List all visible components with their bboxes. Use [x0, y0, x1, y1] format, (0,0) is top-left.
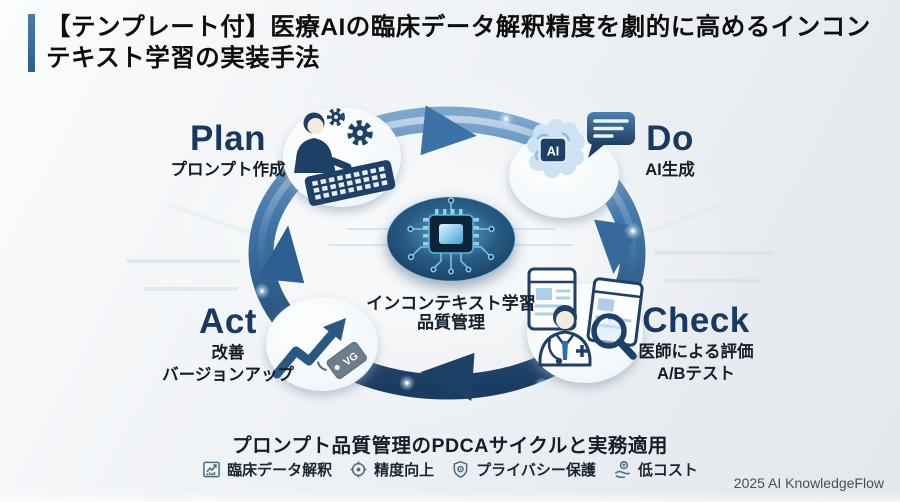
chat-bubble-icon — [587, 112, 635, 158]
pdca-cycle-diagram: AI — [126, 105, 774, 401]
person-keyboard-gears-icon — [294, 108, 396, 206]
background-circuit-lines — [126, 203, 774, 291]
credit-text: 2025 AI KnowledgeFlow — [733, 475, 884, 491]
page-title: 【テンプレート付】医療AIの臨床データ解釈精度を劇的に高めるインコン テキスト学… — [46, 12, 892, 74]
check-node — [527, 267, 644, 383]
arrow-act-to-plan — [257, 225, 305, 284]
shield-lock-icon — [453, 460, 468, 478]
doctor-review-magnifier-icon — [527, 267, 644, 367]
plan-node — [283, 107, 401, 207]
badge-label: 精度向上 — [374, 462, 435, 479]
benefit-badges-row: 臨床データ解釈 精度向上 プライバシー保護 低コスト — [0, 459, 900, 480]
badge-accuracy: 精度向上 — [349, 459, 434, 480]
act-label-block: Act 改善 バージョンアップ — [143, 303, 313, 385]
badge-clinical-data: 臨床データ解釈 — [202, 459, 332, 480]
center-label-line2: 品質管理 — [417, 313, 485, 332]
do-sublabel: AI生成 — [645, 161, 695, 179]
act-sublabel-1: 改善 — [211, 344, 245, 362]
ai-brain-chat-icon: AI — [527, 112, 635, 178]
badge-low-cost: 低コスト — [613, 459, 698, 480]
badge-label: プライバシー保護 — [476, 462, 596, 479]
center-chip-badge — [329, 196, 573, 282]
plan-label-block: Plan プロンプト作成 — [143, 120, 313, 180]
plan-sublabel: プロンプト作成 — [170, 161, 286, 179]
check-sublabel-2: A/Bテスト — [657, 365, 735, 383]
page-title-line2: テキスト学習の実装手法 — [46, 45, 321, 72]
chart-icon — [203, 461, 220, 478]
do-node: AI — [509, 112, 635, 218]
bottom-caption: プロンプト品質管理のPDCAサイクルと実務適用 — [232, 435, 668, 457]
arrow-check-to-act — [420, 352, 475, 401]
act-label: Act — [199, 302, 257, 341]
do-label-block: Do AI生成 — [585, 120, 755, 180]
page-title-line1: 【テンプレート付】医療AIの臨床データ解釈精度を劇的に高めるインコン — [46, 14, 871, 41]
center-label-block: インコンテキスト学習 品質管理 — [361, 294, 541, 332]
do-label: Do — [646, 119, 694, 158]
badge-label: 低コスト — [637, 462, 698, 479]
plan-label: Plan — [190, 119, 266, 158]
ai-chip-circuit-icon — [407, 197, 495, 275]
act-sublabel-2: バージョンアップ — [162, 366, 294, 384]
badge-privacy: プライバシー保護 — [451, 459, 596, 480]
ai-chip-label: AI — [547, 145, 560, 159]
bottom-strip — [0, 492, 900, 502]
check-sublabel-1: 医師による評価 — [638, 343, 754, 361]
center-label-line1: インコンテキスト学習 — [366, 294, 536, 313]
title-accent-bar — [28, 14, 35, 72]
check-label-block: Check 医師による評価 A/Bテスト — [611, 302, 781, 384]
badge-label: 臨床データ解釈 — [227, 462, 333, 479]
act-node: VG — [266, 297, 378, 391]
target-icon — [350, 461, 367, 478]
arrow-plan-to-do — [420, 105, 477, 156]
growth-arrow-version-tag-icon: VG — [272, 318, 367, 380]
check-label: Check — [642, 301, 750, 340]
coin-hand-icon — [614, 461, 631, 479]
